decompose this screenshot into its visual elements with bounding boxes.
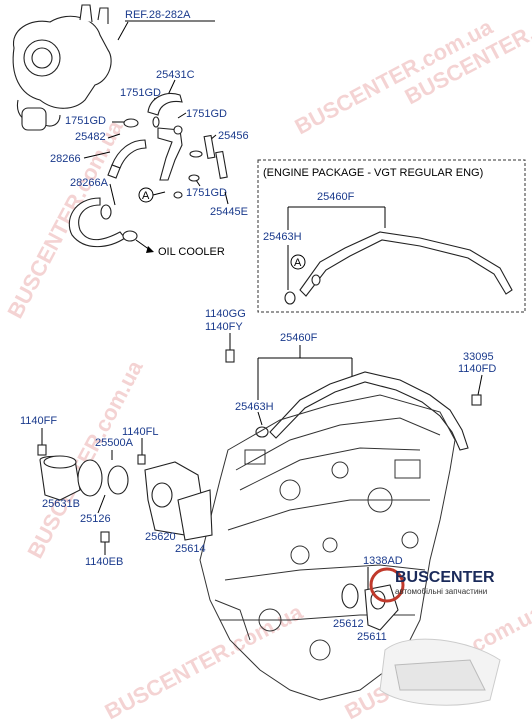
label-1140FD: 1140FD (458, 363, 496, 375)
label-25500A: 25500A (95, 437, 134, 449)
label-1140FL: 1140FL (122, 426, 159, 438)
callout-a: A (294, 257, 302, 269)
watermark-text: BUSCENTER.com.ua (101, 599, 308, 725)
label-25631B: 25631B (42, 498, 80, 510)
label-25460F: 25460F (317, 191, 355, 203)
label-28266: 28266 (50, 153, 81, 165)
label-25614: 25614 (175, 543, 206, 555)
label-1140FF: 1140FF (20, 415, 57, 427)
label-25612: 25612 (333, 618, 364, 630)
label-25431C: 25431C (156, 69, 195, 81)
engine-package-title: (ENGINE PACKAGE - VGT REGULAR ENG) (263, 167, 483, 179)
ref-label: REF.28-282A (125, 9, 191, 21)
callout-a-circle (290, 254, 306, 270)
label-1751GD: 1751GD (186, 187, 227, 199)
label-25611: 25611 (357, 631, 387, 643)
label-33095: 33095 (463, 351, 494, 363)
engine-package-box (257, 159, 526, 313)
buscenter-logo: BUSCENTER автомобільні запчастини (369, 567, 501, 706)
label-1140FY: 1140FY (205, 321, 243, 333)
logo-name: BUSCENTER (395, 569, 495, 586)
water-pipe-vgt (284, 231, 513, 305)
label-25463H: 25463H (235, 401, 274, 413)
callout-a: A (142, 190, 150, 202)
label-25460F: 25460F (280, 332, 318, 344)
label-28266A: 28266A (70, 177, 109, 189)
label-1751GD: 1751GD (186, 108, 227, 120)
label-25456: 25456 (218, 130, 249, 142)
label-25620: 25620 (145, 531, 176, 543)
watermark-text: BUSCENTER.com.ua (2, 116, 128, 323)
label-25482: 25482 (75, 131, 106, 143)
label-25126: 25126 (80, 513, 111, 525)
label-25445E: 25445E (210, 206, 248, 218)
hose-assembly (68, 93, 228, 248)
label-1140EB: 1140EB (85, 556, 123, 568)
label-1140GG: 1140GG (205, 308, 246, 320)
water-outlet (341, 583, 399, 631)
label-1751GD: 1751GD (120, 87, 161, 99)
water-pipe-main (255, 371, 469, 451)
oil-cooler-label: OIL COOLER (158, 246, 225, 258)
label-1338AD: 1338AD (363, 555, 403, 567)
logo-subtitle: автомобільні запчастини (395, 587, 487, 596)
thermostat-housing (39, 455, 213, 541)
turbocharger (12, 4, 112, 131)
label-25463H: 25463H (263, 231, 302, 243)
label-1751GD: 1751GD (65, 115, 106, 127)
